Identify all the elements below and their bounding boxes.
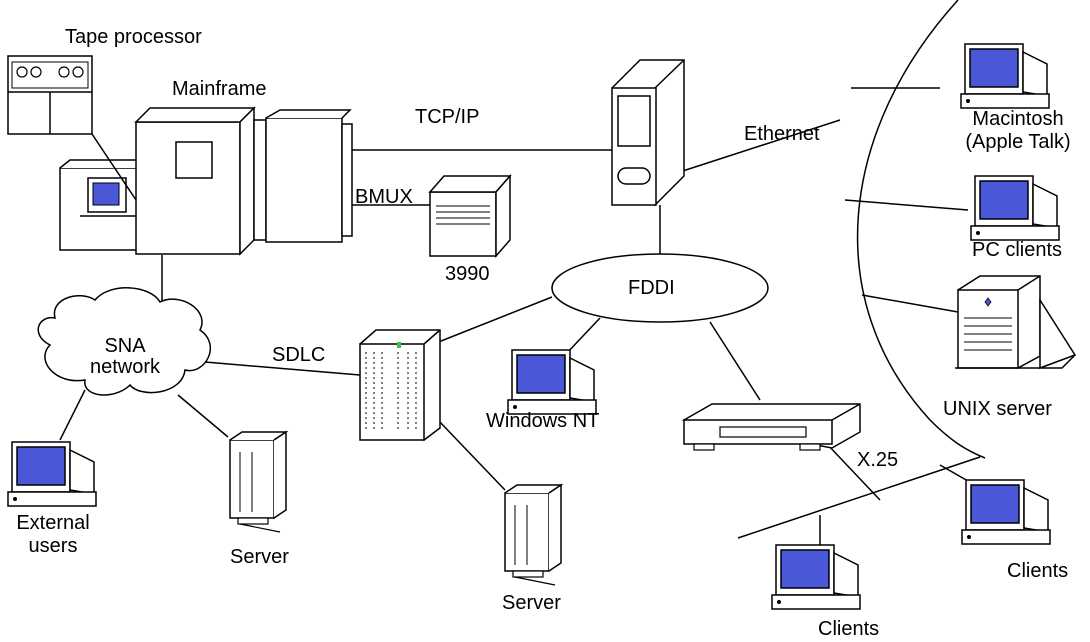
sna-label-line2: network — [89, 356, 161, 378]
sna-cloud — [37, 287, 211, 396]
macintosh-label: Macintosh — [972, 108, 1064, 130]
sdlc-label: SDLC — [272, 344, 326, 366]
apple-talk-label: (Apple Talk) — [965, 131, 1071, 153]
client-computer-right — [961, 479, 1051, 545]
clients-right-label: Clients — [1007, 560, 1069, 582]
server-left-label: Server — [230, 546, 289, 568]
x25-label: X.25 — [857, 449, 899, 471]
x25-modem-device — [681, 403, 861, 451]
windows-nt-computer — [507, 349, 597, 415]
client-computer-bottom — [771, 544, 861, 610]
tape-processor-device — [7, 55, 93, 135]
windows-nt-label: Windows NT — [486, 410, 600, 432]
server-middle-label: Server — [502, 592, 561, 614]
sdlc-controller-device — [359, 329, 441, 442]
tape-processor-label: Tape processor — [65, 26, 202, 48]
external-users-label-line2: users — [28, 535, 78, 557]
pc-client-computer — [970, 175, 1060, 241]
fddi-ring — [551, 253, 769, 323]
bmux-label: BMUX — [355, 186, 413, 208]
clients-bottom-label: Clients — [818, 618, 880, 640]
central-server-device — [611, 59, 685, 207]
fddi-label: FDDI — [628, 277, 675, 299]
ethernet-label: Ethernet — [744, 123, 820, 145]
server-tower-middle — [504, 484, 562, 586]
mainframe-label: Mainframe — [172, 78, 267, 100]
mainframe-device — [134, 106, 353, 256]
pc-clients-label: PC clients — [972, 239, 1063, 261]
mainframe-console — [59, 159, 141, 251]
unix-server-label: UNIX server — [943, 398, 1052, 420]
external-users-label-line1: External — [16, 512, 90, 534]
external-user-computer — [7, 441, 97, 507]
macintosh-computer — [960, 43, 1050, 109]
server-tower-left — [229, 431, 287, 533]
connection-lines — [59, 87, 981, 545]
ethernet-arc — [856, 0, 986, 459]
tcpip-label: TCP/IP — [415, 106, 480, 128]
disk-3990-device — [428, 174, 512, 258]
disk-3990-label: 3990 — [445, 263, 490, 285]
unix-server-device — [955, 275, 1077, 370]
sna-label-line1: SNA — [104, 335, 146, 357]
